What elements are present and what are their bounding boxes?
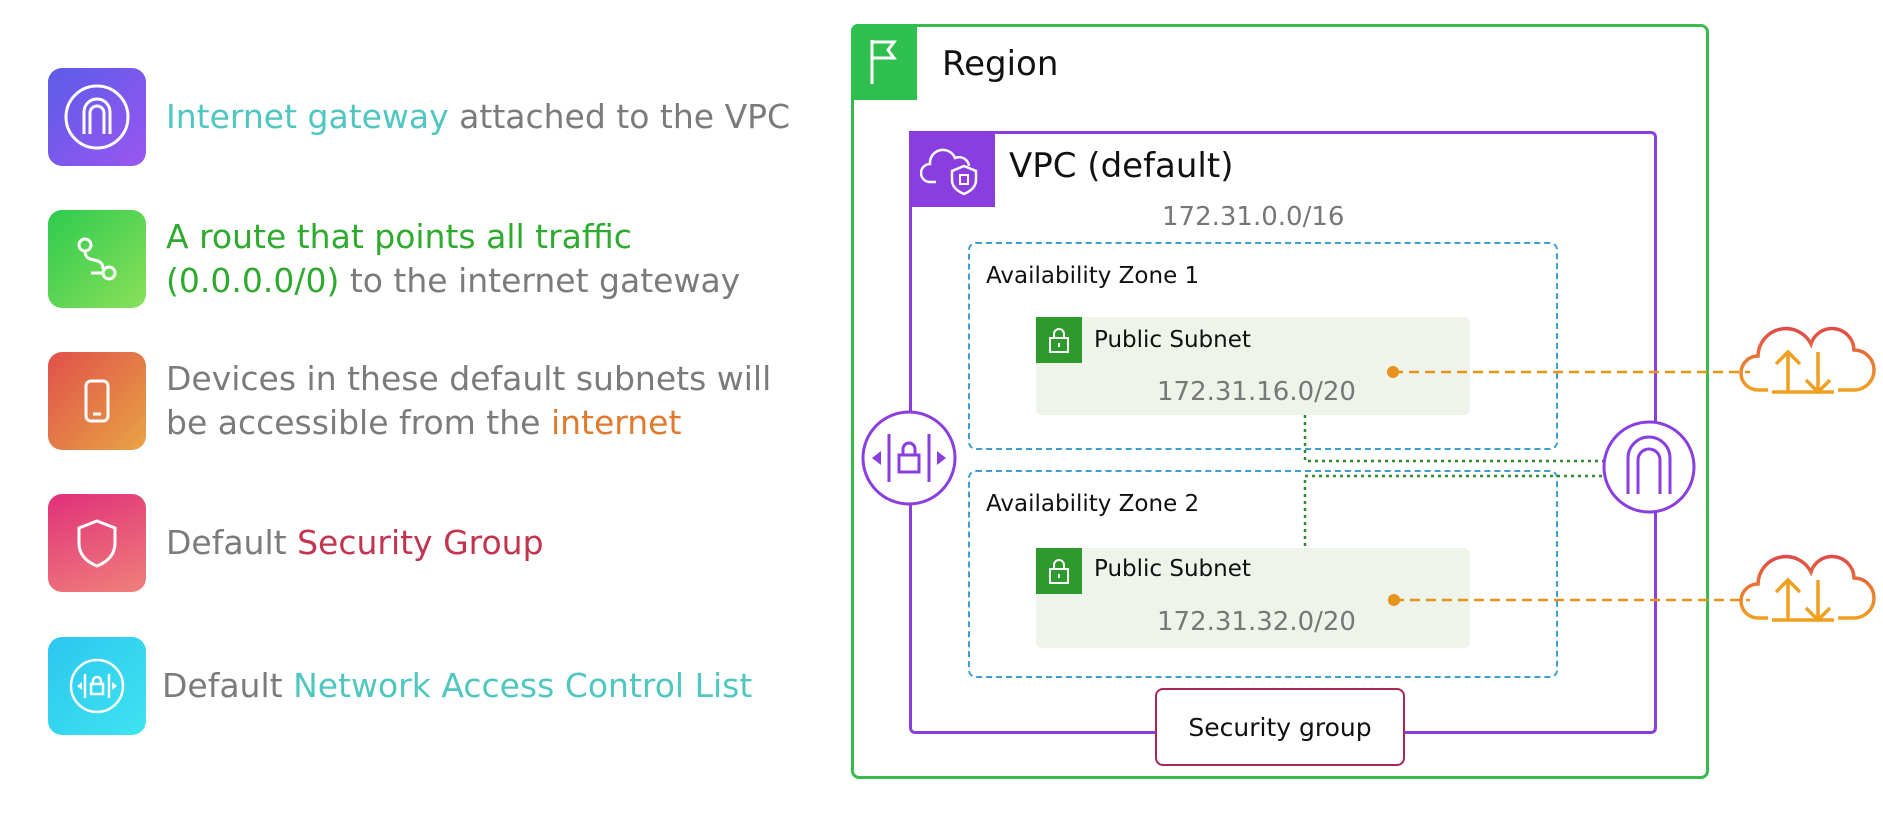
lock-icon — [1036, 317, 1082, 363]
legend-item-security-group: Default Security Group — [48, 494, 544, 592]
legend-highlight: (0.0.0.0/0) — [166, 261, 340, 300]
region-container — [851, 24, 1709, 779]
legend-text-internet-gateway: Internet gateway attached to the VPC — [166, 95, 790, 139]
legend-item-route: A route that points all traffic (0.0.0.0… — [48, 210, 740, 308]
legend-text-devices: Devices in these default subnets will be… — [166, 357, 771, 445]
az1-label: Availability Zone 1 — [986, 263, 1200, 289]
legend-item-nacl: Default Network Access Control List — [48, 637, 752, 735]
legend-text: be accessible from the — [166, 403, 551, 442]
route-line — [1303, 474, 1608, 546]
nacl-icon — [48, 637, 146, 735]
internet-cloud-icon — [1739, 554, 1876, 623]
nacl-icon — [861, 410, 957, 506]
region-label: Region — [942, 44, 1059, 84]
legend-highlight: A route that points all traffic — [166, 217, 632, 256]
lock-icon — [1036, 548, 1082, 594]
internet-cloud-icon — [1739, 326, 1876, 395]
legend-item-internet-gateway: Internet gateway attached to the VPC — [48, 68, 790, 166]
legend-item-devices: Devices in these default subnets will be… — [48, 352, 771, 450]
security-group-label: Security group — [1188, 712, 1372, 742]
subnet2-label: Public Subnet — [1094, 556, 1251, 582]
legend-highlight: Network Access Control List — [293, 666, 753, 705]
subnet1-cidr: 172.31.16.0/20 — [1157, 377, 1356, 407]
mobile-device-icon — [48, 352, 146, 450]
route-line — [1303, 415, 1608, 463]
region-flag-icon — [851, 24, 917, 100]
legend-text: Devices in these default subnets will — [166, 359, 772, 398]
subnet2-cidr: 172.31.32.0/20 — [1157, 607, 1356, 637]
public-subnet-1 — [1036, 317, 1470, 415]
connector-dot — [1387, 366, 1399, 378]
vpc-cloud-icon — [909, 131, 995, 207]
legend-text-nacl: Default Network Access Control List — [162, 664, 752, 708]
internet-gateway-icon — [1602, 420, 1696, 514]
vpc-label: VPC (default) — [1009, 146, 1234, 186]
legend-text: Default — [166, 523, 298, 562]
legend-highlight: Security Group — [297, 523, 544, 562]
connector-dot — [1388, 594, 1400, 606]
legend-highlight: internet — [550, 403, 682, 442]
availability-zone-1 — [968, 242, 1558, 450]
internet-gateway-icon — [48, 68, 146, 166]
vpc-cidr: 172.31.0.0/16 — [1162, 202, 1345, 232]
shield-icon — [48, 494, 146, 592]
subnet1-label: Public Subnet — [1094, 327, 1251, 353]
legend-text-security-group: Default Security Group — [166, 521, 544, 565]
az2-label: Availability Zone 2 — [986, 491, 1200, 517]
legend-text-route: A route that points all traffic (0.0.0.0… — [166, 215, 740, 303]
legend-highlight: Internet gateway — [166, 97, 449, 136]
legend-text: attached to the VPC — [448, 97, 791, 136]
security-group-box: Security group — [1155, 688, 1405, 766]
availability-zone-2 — [968, 470, 1558, 678]
legend-text: Default — [162, 666, 294, 705]
legend-text: to the internet gateway — [339, 261, 741, 300]
route-icon — [48, 210, 146, 308]
